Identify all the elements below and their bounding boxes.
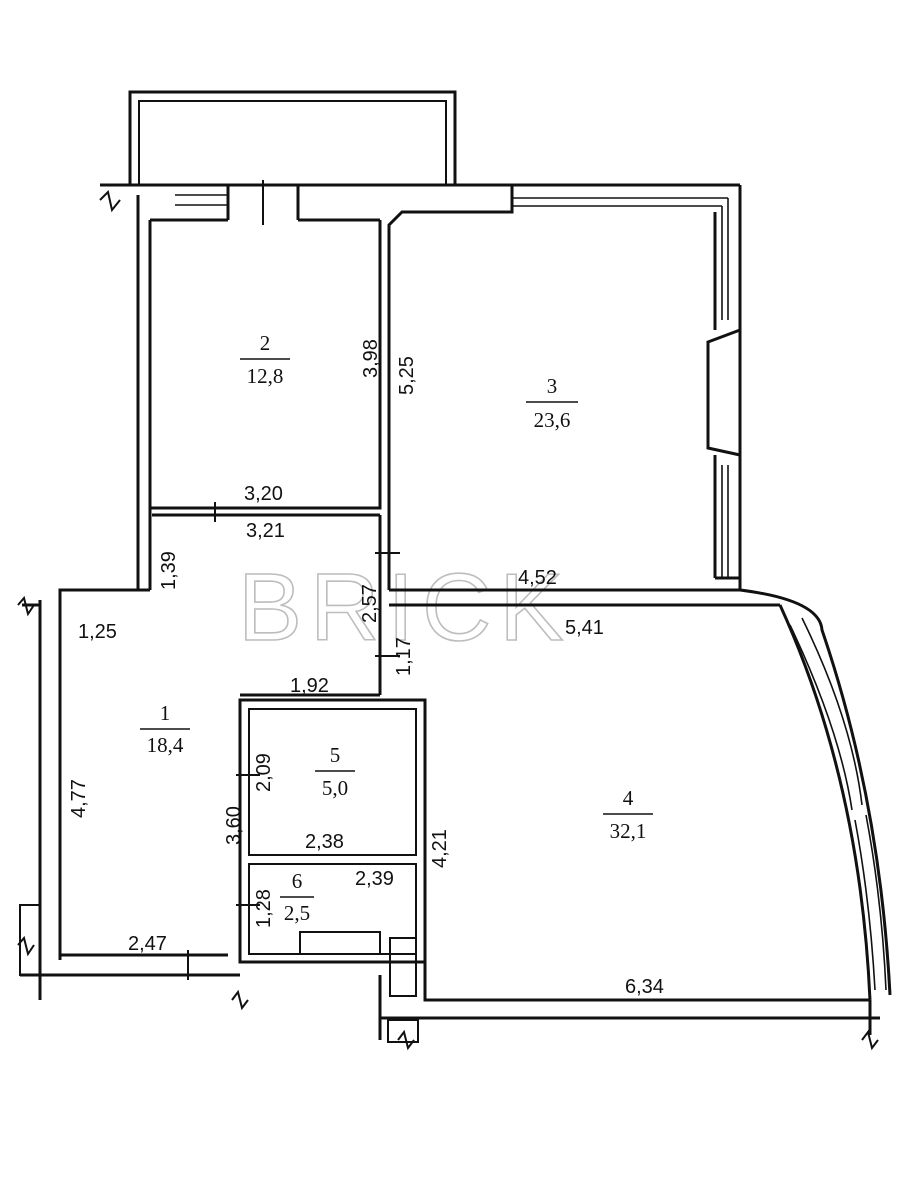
- svg-text:6: 6: [292, 869, 303, 893]
- dim-r1-right-upper: 2,57: [359, 584, 381, 623]
- balcony: [128, 90, 457, 185]
- dim-r6-width: 2,39: [355, 868, 394, 890]
- dim-r1-top-width: 3,21: [246, 520, 285, 542]
- svg-text:5: 5: [330, 743, 341, 767]
- room-label-1: 1 18,4: [140, 701, 190, 757]
- room-label-6: 6 2,5: [280, 869, 314, 925]
- svg-text:4: 4: [623, 786, 634, 810]
- dim-r5-width: 2,38: [305, 831, 344, 853]
- dim-r3-width: 4,52: [518, 567, 557, 589]
- room-label-5: 5 5,0: [315, 743, 355, 800]
- top-exterior-wall: [100, 180, 740, 225]
- svg-text:3: 3: [547, 374, 558, 398]
- svg-text:32,1: 32,1: [610, 819, 647, 843]
- dim-corridor-width: 1,92: [290, 675, 329, 697]
- dim-r2-width: 3,20: [244, 483, 283, 505]
- dim-r1-bottom-width: 2,47: [128, 933, 167, 955]
- dim-r4-left-height: 4,21: [429, 829, 451, 868]
- dim-r3-height: 5,25: [396, 356, 418, 395]
- svg-text:2: 2: [260, 331, 271, 355]
- dim-r1-left-height: 4,77: [68, 779, 90, 818]
- room-2: [136, 195, 382, 590]
- svg-text:1: 1: [160, 701, 171, 725]
- dim-r1-notch-width: 1,25: [78, 621, 117, 643]
- svg-text:2,5: 2,5: [284, 901, 310, 925]
- room-label-4: 4 32,1: [603, 786, 653, 843]
- dim-r6-height: 1,28: [253, 889, 275, 928]
- dim-r5-r6-total: 3,60: [223, 806, 245, 845]
- break-marks: [17, 190, 879, 1051]
- room-label-2: 2 12,8: [240, 331, 290, 388]
- dim-r2-height: 3,98: [360, 339, 382, 378]
- svg-text:12,8: 12,8: [247, 364, 284, 388]
- svg-text:18,4: 18,4: [147, 733, 184, 757]
- room-label-3: 3 23,6: [526, 374, 578, 432]
- svg-text:23,6: 23,6: [534, 408, 571, 432]
- room-4: [378, 588, 892, 1040]
- watermark: BRICK: [238, 554, 571, 661]
- dim-r1-right-lower: 1,17: [393, 637, 415, 676]
- dim-r4-top-width: 5,41: [565, 617, 604, 639]
- dim-r1-notch-height: 1,39: [158, 551, 180, 590]
- dim-r5-height: 2,09: [253, 753, 275, 792]
- svg-text:5,0: 5,0: [322, 776, 348, 800]
- dim-r4-bottom-width: 6,34: [625, 976, 664, 998]
- room-3: [387, 185, 742, 592]
